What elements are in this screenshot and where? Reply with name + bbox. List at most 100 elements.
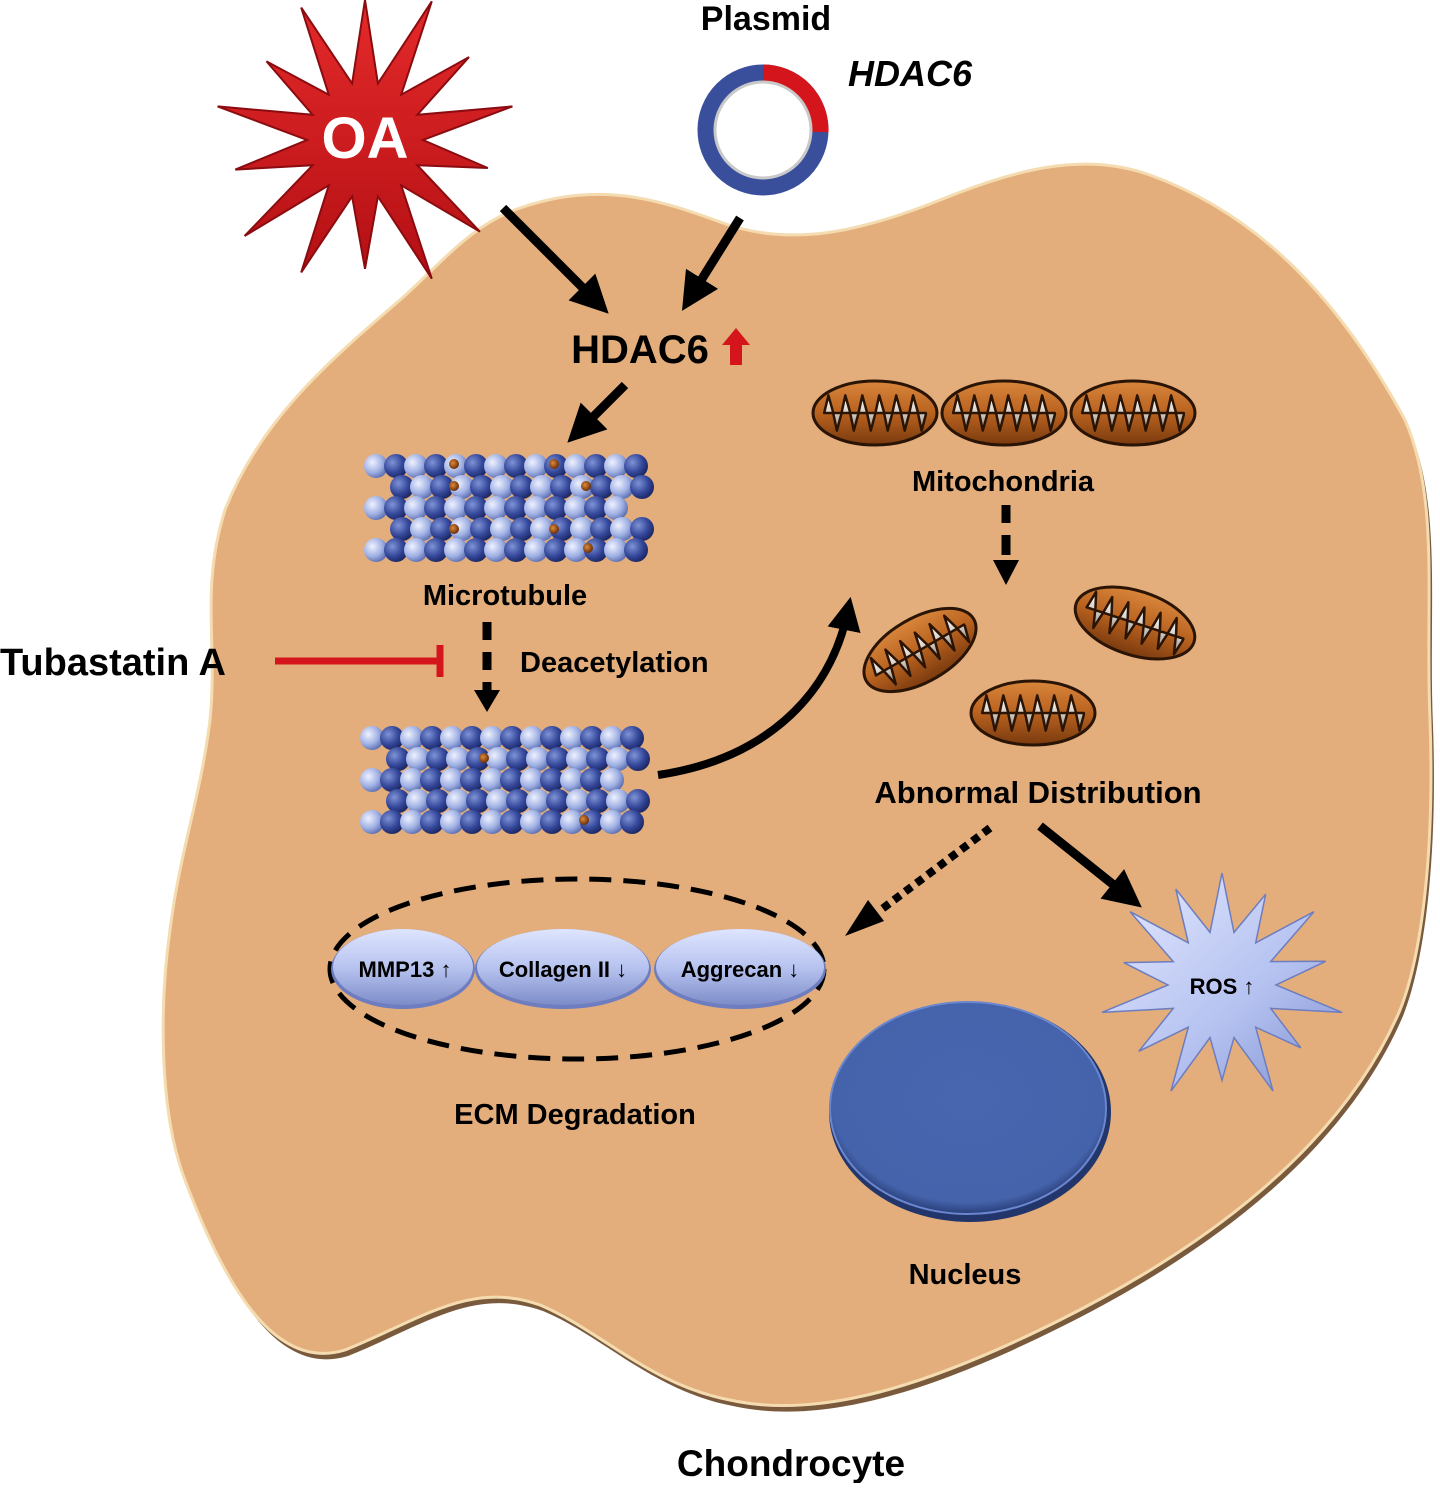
tubulin-subunit	[460, 810, 484, 834]
tubulin-subunit	[380, 810, 404, 834]
ecm-degradation-label: ECM Degradation	[454, 1099, 696, 1131]
mitochondrion	[862, 606, 978, 694]
acetyl-group	[579, 815, 589, 825]
tubulin-subunit	[440, 810, 464, 834]
tubulin-subunit	[520, 810, 544, 834]
tubulin-subunit	[624, 454, 648, 478]
tubulin-subunit	[404, 454, 428, 478]
mitochondrion	[1069, 379, 1197, 447]
mmp13-label: MMP13 ↑	[359, 957, 452, 982]
microtubule-acetylated	[364, 454, 654, 562]
tubulin-subunit	[530, 517, 554, 541]
tubulin-subunit	[600, 726, 624, 750]
tubulin-subunit	[430, 517, 454, 541]
tubulin-subunit	[386, 747, 410, 771]
mitochondria-chain	[811, 379, 1197, 447]
tubulin-subunit	[364, 454, 388, 478]
tubulin-subunit	[604, 454, 628, 478]
tubulin-subunit	[560, 726, 584, 750]
tubulin-subunit	[500, 810, 524, 834]
nucleus	[829, 1001, 1111, 1222]
tubulin-subunit	[564, 538, 588, 562]
tubulin-subunit	[590, 517, 614, 541]
tubulin-subunit	[524, 538, 548, 562]
tubulin-subunit	[546, 789, 570, 813]
tubulin-subunit	[620, 810, 644, 834]
tubulin-subunit	[420, 726, 444, 750]
tubulin-subunit	[510, 517, 534, 541]
tubulin-subunit	[490, 475, 514, 499]
tubulin-subunit	[510, 475, 534, 499]
mitochondrion	[811, 379, 939, 447]
arrow-abnormal-to-ecm	[845, 824, 993, 936]
cell-cytoplasm	[161, 162, 1433, 1408]
tubulin-subunit	[506, 747, 530, 771]
tubulin-subunit	[626, 789, 650, 813]
arrow-microtubule-to-mitochondria	[657, 596, 861, 779]
tubulin-subunit	[480, 726, 504, 750]
tubulin-subunit	[446, 747, 470, 771]
tubulin-subunit	[540, 810, 564, 834]
mitochondrion	[940, 379, 1068, 447]
oa-starburst: OA	[217, 0, 513, 280]
tubulin-subunit	[550, 517, 574, 541]
collagen-ii-label: Collagen II ↓	[499, 957, 627, 982]
tubulin-subunit	[426, 747, 450, 771]
tubulin-subunit	[480, 768, 504, 792]
tubulin-subunit	[490, 517, 514, 541]
microtubule-deacetylated	[360, 726, 650, 834]
tubulin-subunit	[544, 538, 568, 562]
tubulin-subunit	[620, 726, 644, 750]
tubulin-subunit	[630, 475, 654, 499]
tubulin-subunit	[464, 496, 488, 520]
tubulin-subunit	[390, 475, 414, 499]
arrow-oa-to-hdac6	[499, 204, 609, 314]
acetyl-group	[449, 524, 459, 534]
ecm-marker-mmp13: MMP13 ↑	[331, 929, 475, 1009]
tubulin-subunit	[466, 789, 490, 813]
hdac6-up-arrow-icon	[722, 328, 750, 365]
tubulin-subunit	[426, 789, 450, 813]
tubulin-subunit	[400, 726, 424, 750]
mitochondrion	[969, 679, 1097, 747]
tubulin-subunit	[424, 454, 448, 478]
tubulin-subunit	[566, 747, 590, 771]
chondrocyte-cell	[161, 162, 1434, 1412]
tubulin-subunit	[406, 789, 430, 813]
tubulin-subunit	[424, 496, 448, 520]
chondrocyte-title: Chondrocyte	[677, 1443, 905, 1483]
tubulin-subunit	[420, 768, 444, 792]
tubulin-subunit	[440, 726, 464, 750]
tubulin-subunit	[580, 768, 604, 792]
tubulin-subunit	[530, 475, 554, 499]
tubulin-subunit	[410, 517, 434, 541]
tubulin-subunit	[546, 747, 570, 771]
tubulin-subunit	[520, 768, 544, 792]
tubulin-subunit	[424, 538, 448, 562]
tubulin-subunit	[544, 496, 568, 520]
tubulin-subunit	[420, 810, 444, 834]
plasmid-label: Plasmid	[701, 0, 831, 38]
tubulin-subunit	[520, 726, 544, 750]
tubulin-subunit	[524, 496, 548, 520]
arrow-hdac6-to-microtubule	[567, 381, 629, 443]
tubulin-subunit	[566, 789, 590, 813]
tubulin-subunit	[626, 747, 650, 771]
tubulin-subunit	[400, 768, 424, 792]
tubulin-subunit	[550, 475, 574, 499]
mitochondria-label: Mitochondria	[912, 466, 1095, 498]
tubulin-subunit	[606, 747, 630, 771]
tubulin-subunit	[380, 768, 404, 792]
tubulin-subunit	[440, 768, 464, 792]
tubulin-subunit	[486, 789, 510, 813]
hdac6-label: HDAC6	[571, 328, 709, 372]
tubulin-subunit	[484, 496, 508, 520]
tubulin-subunit	[430, 475, 454, 499]
acetyl-group	[479, 753, 489, 763]
tubulin-subunit	[540, 726, 564, 750]
plasmid-inner	[713, 80, 813, 180]
tubulin-subunit	[500, 768, 524, 792]
tubulin-subunit	[504, 538, 528, 562]
plasmid-insert-label: HDAC6	[848, 53, 973, 94]
tubulin-subunit	[586, 747, 610, 771]
